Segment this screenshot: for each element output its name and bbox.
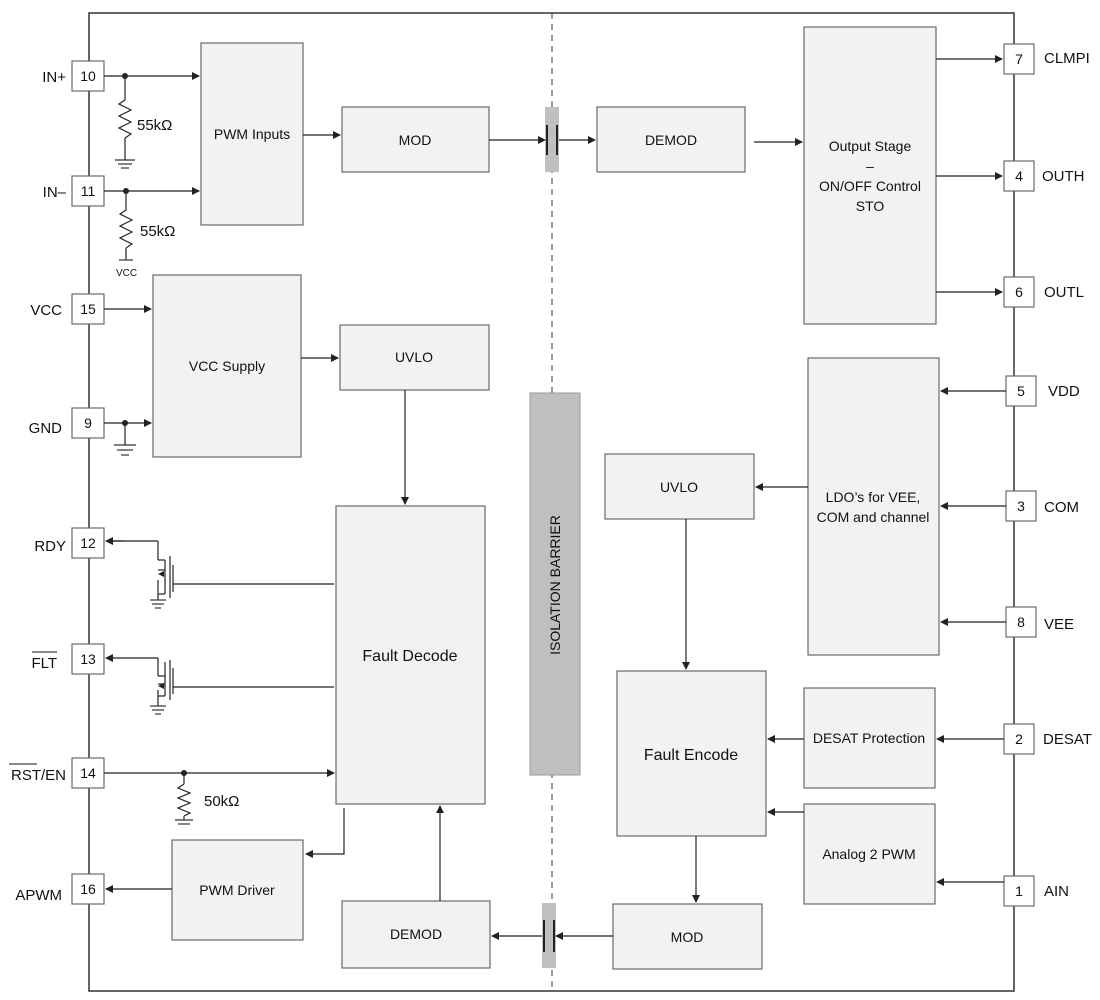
svg-text:FLT: FLT — [31, 655, 57, 672]
svg-text:5: 5 — [1017, 383, 1025, 399]
svg-text:VEE: VEE — [1044, 616, 1074, 633]
pin-ain: 1 AIN — [1003, 875, 1069, 907]
svg-text:Analog 2 PWM: Analog 2 PWM — [822, 846, 915, 862]
svg-text:LDO’s for VEE,: LDO’s for VEE, — [826, 489, 921, 505]
svg-text:DEMOD: DEMOD — [390, 926, 442, 942]
svg-text:Fault Decode: Fault Decode — [362, 648, 457, 665]
svg-text:STO: STO — [856, 198, 885, 214]
svg-text:Output Stage: Output Stage — [829, 138, 912, 154]
svg-text:16: 16 — [80, 881, 96, 897]
svg-text:DESAT Protection: DESAT Protection — [813, 730, 925, 746]
transistor-rdy — [150, 556, 174, 609]
svg-text:MOD: MOD — [671, 929, 704, 945]
svg-text:55kΩ: 55kΩ — [137, 117, 172, 134]
svg-text:OUTH: OUTH — [1042, 168, 1085, 185]
svg-text:MOD: MOD — [399, 132, 432, 148]
svg-text:12: 12 — [80, 535, 96, 551]
isolation-barrier: ISOLATION BARRIER — [529, 392, 581, 776]
svg-text:1: 1 — [1015, 883, 1023, 899]
pin-gnd: 9 GND — [29, 407, 105, 439]
svg-text:14: 14 — [80, 765, 96, 781]
svg-text:IN–: IN– — [43, 184, 67, 201]
resistor-rst: 50kΩ — [175, 783, 239, 825]
pin-outh: 4 OUTH — [1003, 160, 1085, 192]
block-fault-encode: Fault Encode — [616, 670, 767, 837]
svg-text:15: 15 — [80, 301, 96, 317]
transistor-flt — [150, 660, 174, 715]
pin-outl: 6 OUTL — [1003, 276, 1084, 308]
top-isolation-capacitor — [545, 107, 559, 172]
block-vcc-supply: VCC Supply — [152, 274, 302, 458]
pin-rdy: 12 RDY — [34, 527, 105, 559]
svg-text:PWM Driver: PWM Driver — [199, 882, 275, 898]
pin-vdd: 5 VDD — [1005, 375, 1080, 407]
ground-symbol-gnd — [114, 444, 136, 456]
svg-text:VDD: VDD — [1048, 383, 1080, 400]
svg-text:10: 10 — [80, 68, 96, 84]
svg-text:VCC: VCC — [30, 302, 62, 319]
svg-text:IN+: IN+ — [42, 69, 66, 86]
svg-text:APWM: APWM — [15, 887, 62, 904]
svg-text:VCC: VCC — [116, 268, 137, 279]
svg-text:7: 7 — [1015, 51, 1023, 67]
pin-vcc: 15 VCC — [30, 293, 105, 325]
svg-text:11: 11 — [81, 183, 96, 199]
svg-text:13: 13 — [80, 651, 96, 667]
svg-text:GND: GND — [29, 420, 63, 437]
svg-text:Fault Encode: Fault Encode — [644, 747, 738, 764]
svg-text:VCC Supply: VCC Supply — [189, 358, 265, 374]
svg-text:DESAT: DESAT — [1043, 731, 1092, 748]
pin-desat: 2 DESAT — [1003, 723, 1092, 755]
svg-text:6: 6 — [1015, 284, 1023, 300]
svg-text:RST/EN: RST/EN — [11, 767, 66, 784]
svg-text:OUTL: OUTL — [1044, 284, 1084, 301]
svg-text:50kΩ: 50kΩ — [204, 793, 239, 810]
pin-apwm: 16 APWM — [15, 873, 105, 905]
svg-text:RDY: RDY — [34, 538, 66, 555]
svg-text:8: 8 — [1017, 614, 1025, 630]
block-pwm-inputs: PWM Inputs — [200, 42, 304, 226]
block-fault-decode: Fault Decode — [335, 505, 486, 805]
signal-wires — [104, 55, 1006, 940]
svg-text:UVLO: UVLO — [660, 479, 698, 495]
block-uvlo-left: UVLO — [339, 324, 490, 391]
svg-text:2: 2 — [1015, 731, 1023, 747]
pin-rst-en: 14 RST/EN — [9, 757, 105, 789]
pin-in-minus: 11 IN– — [43, 175, 105, 207]
pin-in-plus: 10 IN+ — [42, 60, 105, 92]
svg-text:AIN: AIN — [1044, 883, 1069, 900]
pin-clmpi: 7 CLMPI — [1003, 43, 1090, 75]
block-mod-bottom: MOD — [612, 903, 763, 970]
svg-text:ON/OFF Control: ON/OFF Control — [819, 178, 921, 194]
resistor-in-minus: 55kΩ VCC — [116, 209, 175, 279]
pin-flt: 13 FLT — [31, 643, 105, 675]
svg-text:DEMOD: DEMOD — [645, 132, 697, 148]
svg-text:UVLO: UVLO — [395, 349, 433, 365]
block-demod-top: DEMOD — [596, 106, 746, 173]
svg-text:CLMPI: CLMPI — [1044, 50, 1090, 67]
block-ldo: LDO’s for VEE, COM and channel — [807, 357, 940, 656]
block-demod-bottom: DEMOD — [341, 900, 491, 969]
svg-text:55kΩ: 55kΩ — [140, 223, 175, 240]
svg-text:PWM Inputs: PWM Inputs — [214, 126, 290, 142]
block-output-stage: Output Stage – ON/OFF Control STO — [803, 26, 937, 325]
pin-com: 3 COM — [1005, 490, 1079, 522]
bottom-isolation-capacitor — [542, 903, 556, 968]
svg-text:–: – — [866, 158, 874, 174]
svg-text:COM: COM — [1044, 499, 1079, 516]
svg-text:COM and channel: COM and channel — [817, 509, 930, 525]
block-pwm-driver: PWM Driver — [171, 839, 304, 941]
block-desat-protection: DESAT Protection — [803, 687, 936, 789]
pin-vee: 8 VEE — [1005, 606, 1074, 638]
svg-text:9: 9 — [84, 415, 92, 431]
isolation-barrier-label: ISOLATION BARRIER — [547, 515, 563, 655]
block-uvlo-right: UVLO — [604, 453, 755, 520]
block-mod-top: MOD — [341, 106, 490, 173]
block-analog-pwm: Analog 2 PWM — [803, 803, 936, 905]
svg-text:4: 4 — [1015, 168, 1023, 184]
svg-text:3: 3 — [1017, 498, 1025, 514]
resistor-in-plus: 55kΩ — [115, 99, 172, 169]
